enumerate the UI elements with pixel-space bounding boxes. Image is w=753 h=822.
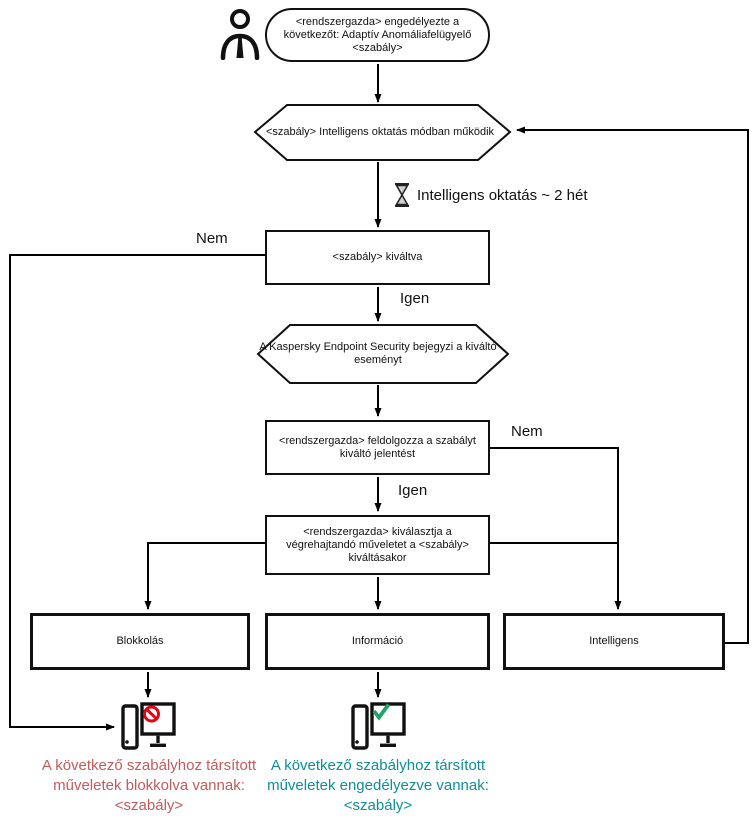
node-rule-triggered: <szabály> kiváltva <box>265 230 490 285</box>
label-nem-left: Nem <box>196 230 228 247</box>
hourglass-icon <box>395 183 409 207</box>
training-duration-label: Intelligens oktatás ~ 2 hét <box>417 187 588 204</box>
connector-smart-loop-to-training <box>516 126 749 644</box>
node-select-action: <rendszergazda> kiválasztja a végrehajta… <box>265 515 490 575</box>
hexagon-training-mode <box>253 104 512 161</box>
connector-nem-to-smart <box>490 447 622 610</box>
node-start: <rendszergazda> engedélyezte a következő… <box>265 8 490 62</box>
node-smart-action: Intelligens <box>503 613 725 670</box>
allowed-actions-caption: A következő szabályhoz társított művelet… <box>267 757 489 814</box>
label-igen-first: Igen <box>400 290 430 307</box>
node-training-mode-label: <szabály> Intelligens oktatás módban műk… <box>265 126 495 138</box>
connector-select-to-block <box>144 542 265 610</box>
node-log-event-label: A Kaspersky Endpoint Security bejegyzi a… <box>259 341 497 366</box>
node-process-report: <rendszergazda> feldolgozza a szabályt k… <box>265 420 490 475</box>
blocked-computer-icon <box>121 702 176 750</box>
allowed-computer-icon <box>351 702 406 750</box>
blocked-actions-caption: A következő szabályhoz társított művelet… <box>41 757 257 814</box>
label-igen-second: Igen <box>398 482 428 499</box>
label-nem-right: Nem <box>511 423 543 440</box>
hexagon-log-event <box>256 324 510 384</box>
administrator-icon <box>220 9 260 60</box>
node-inform-action: Információ <box>265 613 490 670</box>
node-block-action: Blokkolás <box>30 613 250 670</box>
connector-nem-to-blocked-computer <box>9 254 265 731</box>
